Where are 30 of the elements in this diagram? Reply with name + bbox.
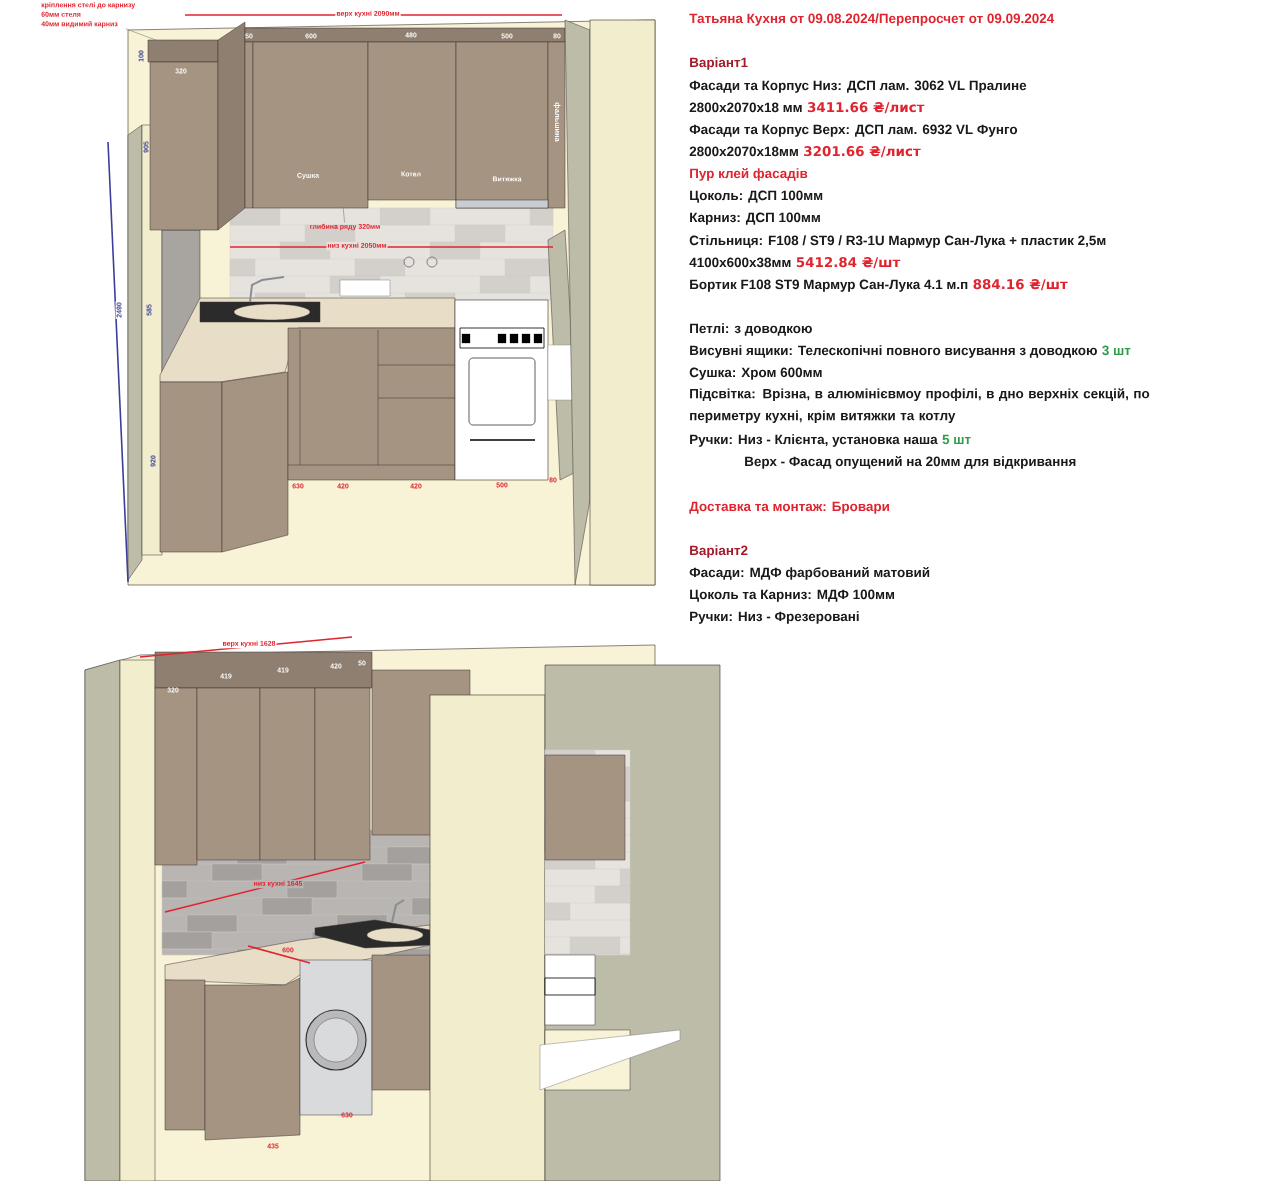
spec-line: Фасади та Корпус Верх: ДСП лам. 6932 VL Фунго	[689, 124, 1018, 137]
spec-line: 2800x2070x18 мм	[689, 102, 802, 113]
spec-line: Доставка та монтаж: Бровари	[689, 501, 889, 514]
spec-line: Бортик F108 ST9 Мармур Сан-Лука 4.1 м.п	[690, 279, 968, 292]
spec-line: Цоколь та Карниз: МДФ 100мм	[690, 589, 894, 602]
spec-line: Ручки: Низ - Клієнта, установка наша	[690, 434, 938, 447]
spec-line: 2800x2070x18мм	[689, 146, 798, 157]
spec-line: Петлі: з доводкою	[690, 323, 812, 336]
price-text: 3411.66 ₴/лист	[807, 102, 925, 114]
spec-line: Цоколь: ДСП 100мм	[690, 190, 823, 203]
title-text: Татьяна Кухня от 09.08.2024/Перепросчет от 09.09.2024	[689, 13, 1055, 26]
spec-line: Фасади та Корпус Низ: ДСП лам. 3062 VL Пралине	[689, 80, 1027, 93]
spec-line: Сушка: Хром 600мм	[689, 367, 822, 380]
spec-line: Стільниця: F108 / ST9 / R3-1U Мармур Сан-Лука + пластик 2,5м	[689, 235, 1106, 248]
spec-line: 4100x600x38мм	[689, 257, 791, 268]
spec-line: Фасади: МДФ фарбований матовий	[689, 567, 930, 580]
quantity-text: 5 шт	[942, 434, 971, 445]
spec-line: Верх - Фасад опущений на 20мм для відкривання	[745, 456, 1076, 469]
spec-line: Висувні ящики: Телескопічні повного висування з доводкою	[690, 345, 1097, 358]
price-text: 884.16 ₴/шт	[973, 279, 1068, 291]
spec-line: Ручки: Низ - Фрезеровані	[690, 611, 859, 624]
variant-heading: Варіант2	[690, 545, 748, 558]
spec-line: Карниз: ДСП 100мм	[690, 212, 820, 225]
variant-heading: Варіант1	[690, 57, 748, 70]
spec-line: Пур клей фасадів	[690, 168, 808, 181]
leader-line	[342, 205, 345, 223]
quantity-text: 3 шт	[1102, 345, 1131, 356]
price-text: 3201.66 ₴/лист	[804, 146, 921, 158]
spec-paragraph: Підсвітка: Врізна, в алюмінієвмоу профілі, в дно верхніх секцій, по периметру кухні, крім витяжки та котлу	[690, 388, 1150, 423]
price-text: 5412.84 ₴/шт	[796, 257, 901, 269]
